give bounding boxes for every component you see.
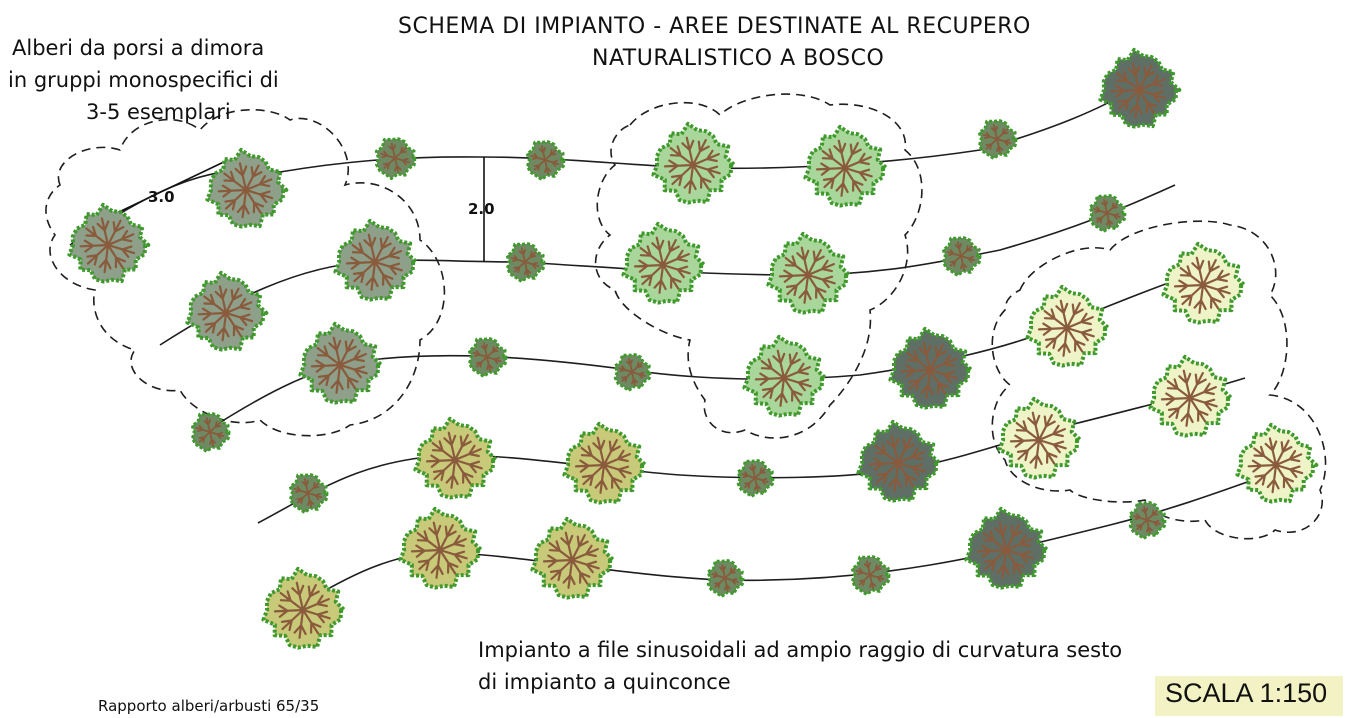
group-outline-light-green [594,93,923,439]
tree-canopy-icon [333,218,419,302]
shrub-icon [467,337,508,378]
shrub-icon [941,236,982,277]
shrub-icon [1128,501,1167,540]
tree-canopy-icon [413,416,499,500]
tree-canopy-icon [621,221,707,305]
shrub-icon [613,353,652,392]
tree-canopy-icon [261,566,347,650]
tree-canopy-icon [298,321,384,405]
shrub-icon [288,473,329,514]
tree-canopy-icon [1098,47,1182,129]
dimension-label-row-spacing: 2.0 [468,200,495,218]
tree-canopy-icon [185,270,269,352]
title-line-2: NATURALISTICO A BOSCO [592,46,884,71]
group-note-line-3: 3-5 esemplari [86,100,231,124]
dimension-spacing: 3.0 2.0 [93,157,495,262]
shrub-icon [977,119,1018,160]
row-line [257,377,1246,524]
tree-canopy-icon [742,334,828,418]
group-outline-pale-yellow [991,220,1327,540]
shrub-icon [736,459,775,498]
tree-canopy-icon [997,396,1083,480]
tree-canopy-icon [530,516,616,600]
group-outline-grey [45,108,446,437]
tree-canopy-icon [888,326,974,410]
shrub-icon [525,140,566,181]
shrub-icon [706,559,745,598]
dimension-label-tree-spacing: 3.0 [148,188,175,206]
scale-label: SCALA 1:150 [1165,678,1328,708]
tree-canopy-icon [1025,284,1111,368]
shrub-icon [1088,194,1127,233]
ratio-note: Rapporto alberi/arbusti 65/35 [98,697,319,715]
group-note-line-2: in gruppi monospecifici di [8,68,279,92]
shrub-icon [374,137,417,180]
tree-canopy-icon [398,506,484,590]
shrub-icon [505,242,546,283]
tree-canopy-icon [67,202,151,284]
layout-note-line-1: Impianto a file sinusoidali ad ampio rag… [478,638,1122,662]
tree-canopy-icon [766,231,852,315]
group-outlines [45,93,1327,540]
layout-note-line-2: di impianto a quinconce [478,670,731,694]
shrub-icon [190,412,231,453]
labels: SCHEMA DI IMPIANTO - AREE DESTINATE AL R… [8,14,1122,715]
tree-canopy-icon [1148,354,1234,438]
tree-canopy-icon [1161,241,1247,325]
shrub-icon [850,555,891,596]
tree-canopy-icon [964,506,1050,590]
tree-canopy-icon [205,147,289,229]
tree-canopy-icon [651,121,737,205]
tree-canopy-icon [803,124,889,208]
plants-layer [67,47,1319,650]
title-line-1: SCHEMA DI IMPIANTO - AREE DESTINATE AL R… [398,14,1031,39]
tree-canopy-icon [562,421,648,505]
group-note-line-1: Alberi da porsi a dimora [12,36,264,60]
tree-canopy-icon [1235,422,1319,504]
tree-canopy-icon [856,419,942,503]
scale-box [1155,676,1343,716]
